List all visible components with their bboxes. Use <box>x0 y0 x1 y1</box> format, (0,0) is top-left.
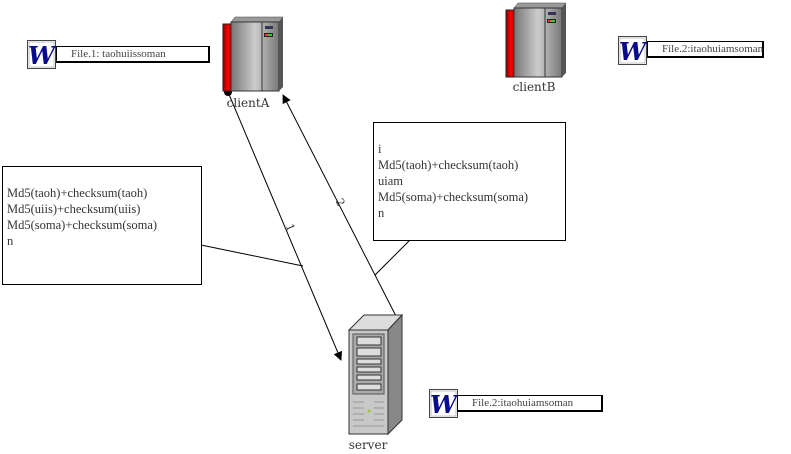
word-document-icon[interactable] <box>27 40 58 71</box>
clientA-computer-icon[interactable] <box>222 16 284 92</box>
clientB-label: clientB <box>513 80 556 94</box>
server-label: server <box>349 438 388 452</box>
note-line: Md5(taoh)+checksum(taoh) <box>7 186 148 200</box>
note-line: Md5(taoh)+checksum(taoh) <box>378 158 519 172</box>
note-line: Md5(soma)+checksum(soma) <box>378 190 529 204</box>
note-line: n <box>378 206 385 220</box>
note-line: Md5(uiis)+checksum(uiis) <box>7 202 141 216</box>
note-line: i <box>378 142 382 156</box>
file-label-clientB: File.2:itaohuiamsoman <box>647 41 764 58</box>
right-note-connector <box>374 239 411 276</box>
clientB-computer-icon[interactable] <box>505 2 567 78</box>
arrow-1-label: 1 <box>283 222 298 234</box>
left-note-connector <box>200 244 304 267</box>
server-icon[interactable] <box>347 313 404 436</box>
word-document-icon[interactable] <box>618 36 649 67</box>
file-label-clientA: File.1: taohuiissoman <box>56 46 210 63</box>
note-line: Md5(soma)+checksum(soma) <box>7 218 158 232</box>
file-label-server: File.2:itaohuiamsoman <box>457 395 603 412</box>
arrow-1-clientA-to-server <box>227 91 342 361</box>
note-line: uiam <box>378 174 403 188</box>
left-note-box: Md5(taoh)+checksum(taoh) Md5(uiis)+check… <box>2 166 202 285</box>
clientA-label: clientA <box>227 96 270 110</box>
right-note-box: i Md5(taoh)+checksum(taoh) uiam Md5(soma… <box>373 122 566 241</box>
word-document-icon[interactable] <box>429 389 460 420</box>
note-line: n <box>7 234 14 248</box>
arrow-2-server-to-clientA <box>282 94 399 321</box>
